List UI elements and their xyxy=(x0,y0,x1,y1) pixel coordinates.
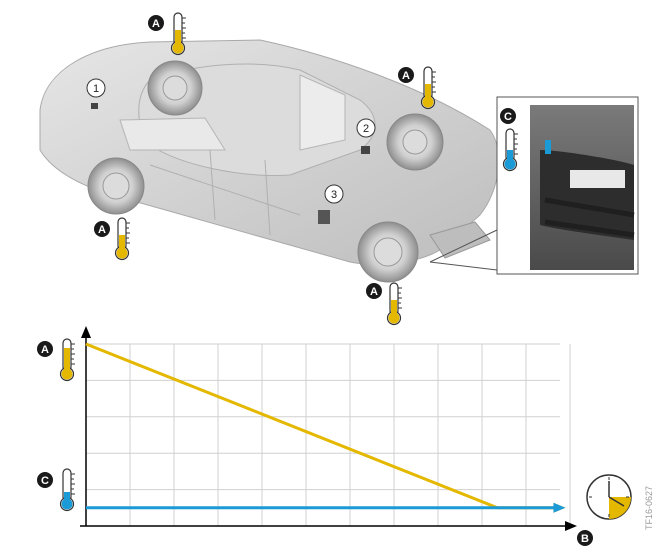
clock-icon xyxy=(586,474,632,520)
ambient-sensor-icon xyxy=(545,140,551,154)
callout-1: 1 xyxy=(86,78,106,98)
wheel-rear-left xyxy=(87,157,145,215)
svg-text:C: C xyxy=(41,475,49,487)
callout-2: 2 xyxy=(356,118,376,138)
callout-3: 3 xyxy=(324,184,344,204)
svg-text:2: 2 xyxy=(363,123,369,135)
tire-temp-indicator-rear-right: A xyxy=(148,12,187,56)
ambient-temperature-line-arrowhead xyxy=(553,502,566,513)
car-side-windows xyxy=(119,117,226,151)
svg-text:A: A xyxy=(41,344,49,356)
svg-text:A: A xyxy=(402,70,410,82)
svg-text:1: 1 xyxy=(93,83,99,95)
temperature-time-chart: A C B xyxy=(37,326,632,546)
wheel-front-left xyxy=(357,221,419,283)
fog-light xyxy=(570,170,625,188)
ambient-sensor-detail-inset: C xyxy=(429,96,639,275)
y-label-warm: A xyxy=(37,338,76,382)
tire-temp-indicator-front-left: A xyxy=(366,282,403,326)
chart-grid xyxy=(86,343,571,526)
svg-text:C: C xyxy=(504,111,512,123)
sensor-3-icon xyxy=(318,210,330,224)
ambient-temp-indicator: C xyxy=(500,108,519,172)
y-label-cold: C xyxy=(37,468,76,512)
svg-text:3: 3 xyxy=(331,189,337,201)
warm-temperature-line xyxy=(85,342,556,510)
car-windshield xyxy=(299,74,346,151)
wheel-front-right xyxy=(386,113,444,171)
svg-text:A: A xyxy=(98,224,106,236)
svg-text:B: B xyxy=(581,533,589,545)
svg-text:A: A xyxy=(152,18,160,30)
svg-text:A: A xyxy=(370,286,378,298)
reference-code: TF16-0627 xyxy=(644,486,654,530)
car-illustration xyxy=(39,39,500,283)
wheel-rear-right xyxy=(147,60,203,116)
x-axis-label: B xyxy=(577,530,593,546)
tire-temp-indicator-rear-left: A xyxy=(94,217,131,261)
x-axis-arrow xyxy=(565,521,577,531)
y-axis-arrow xyxy=(81,326,91,338)
sensor-2-icon xyxy=(361,146,370,154)
sensor-1-icon xyxy=(91,103,98,109)
tire-temp-indicator-front-right: A xyxy=(398,66,437,110)
